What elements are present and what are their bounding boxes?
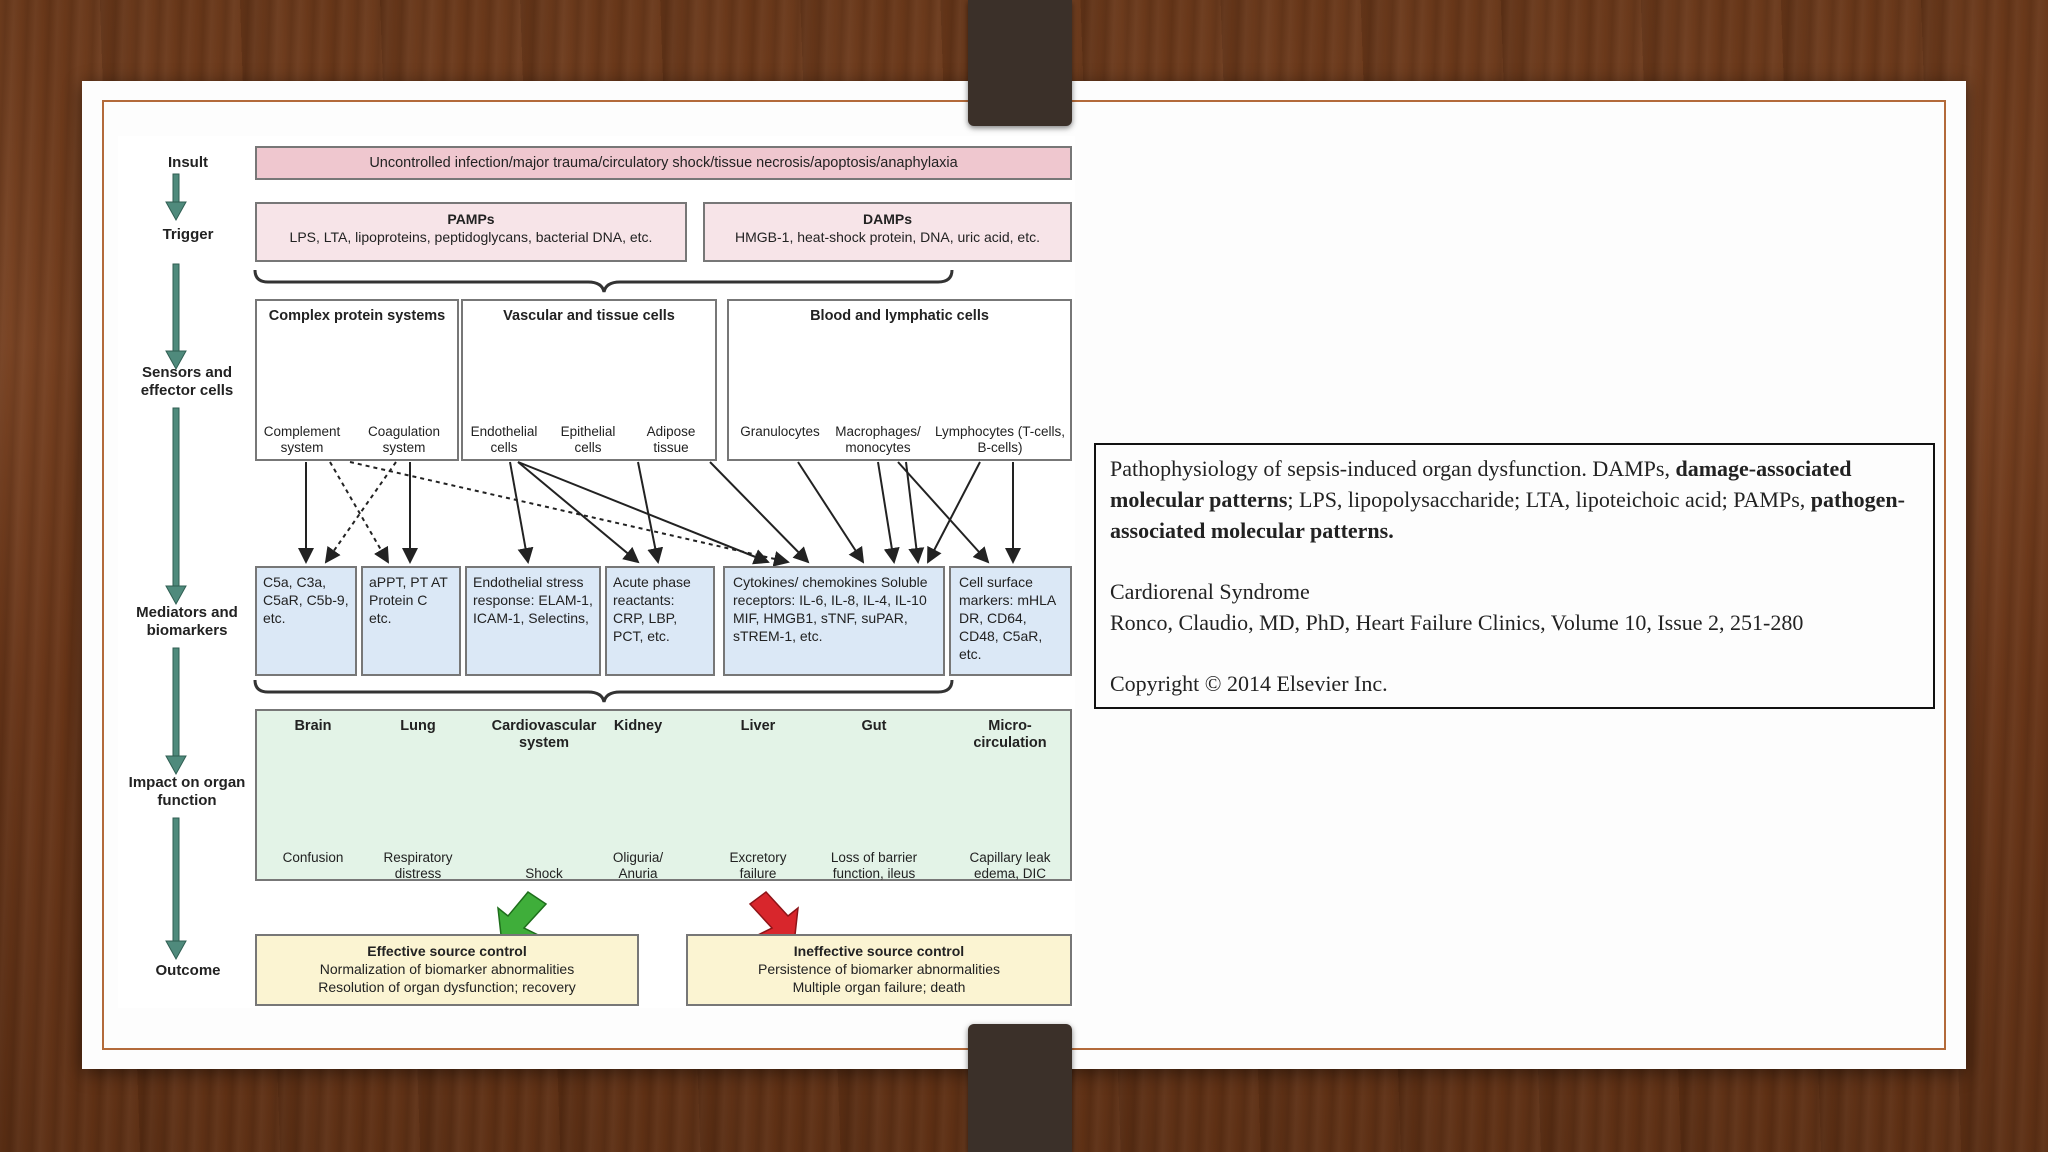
stage-trigger: Trigger: [162, 226, 214, 243]
binder-clip-bottom: [968, 1024, 1072, 1152]
sensor-group-blood: Blood and lymphatic cells: [810, 308, 989, 324]
organ-gut: Gut: [861, 718, 887, 734]
effect-respiratory: Respiratory distress: [383, 850, 453, 881]
outcome-effective-box: Effective source control Normalization o…: [255, 934, 639, 1006]
effect-barrier: Loss of barrier function, ileus: [830, 850, 918, 881]
stage-arrows: [165, 173, 187, 961]
insult-box: Uncontrolled infection/major trauma/circ…: [255, 146, 1072, 180]
sensor-granulocytes: Granulocytes: [740, 424, 820, 439]
mediator-cytokines: Cytokines/ chemokines Soluble receptors:…: [723, 566, 945, 676]
effect-shock: Shock: [525, 866, 563, 881]
outcome-effective-title: Effective source control: [367, 943, 527, 959]
sensor-epithelial: Epithelial cells: [560, 424, 616, 455]
pamps-box: PAMPs LPS, LTA, lipoproteins, peptidogly…: [255, 202, 687, 262]
caption-copyright: Copyright © 2014 Elsevier Inc.: [1110, 671, 1388, 696]
sepsis-diagram: Insult Trigger Sensors and effector cell…: [118, 136, 1075, 1008]
pamps-title: PAMPs: [447, 211, 495, 227]
mediator-cell-surface: Cell surface markers: mHLA DR, CD64, CD4…: [949, 566, 1072, 676]
sensor-lymphocytes: Lymphocytes (T-cells, B-cells): [934, 424, 1066, 455]
caption-description: Pathophysiology of sepsis-induced organ …: [1110, 453, 1919, 546]
sensor-group-vascular: Vascular and tissue cells: [503, 308, 675, 324]
stage-mediators: Mediators and biomarkers: [136, 604, 238, 639]
effect-excretory: Excretory failure: [729, 850, 787, 881]
caption-bold1: damage-associated molecular patterns: [1110, 456, 1852, 512]
stage-insult: Insult: [168, 154, 208, 171]
sensor-coagulation: Coagulation system: [367, 424, 441, 455]
caption-citation: Ronco, Claudio, MD, PhD, Heart Failure C…: [1110, 610, 1804, 635]
caption-bold2: pathogen-associated molecular patterns.: [1110, 487, 1905, 543]
caption-part2: ; LPS, lipopolysaccharide; LTA, lipoteic…: [1287, 487, 1811, 512]
organ-microcirculation: Micro- circulation: [973, 718, 1047, 751]
effect-confusion: Confusion: [282, 850, 344, 865]
vascular-box: [461, 299, 717, 461]
outcome-effective-line2: Resolution of organ dysfunction; recover…: [318, 979, 576, 995]
outcome-ineffective-line1: Persistence of biomarker abnormalities: [758, 961, 1000, 977]
effect-oliguria: Oliguria/ Anuria: [612, 850, 664, 881]
binder-clip-top: [968, 0, 1072, 126]
outcome-ineffective-box: Ineffective source control Persistence o…: [686, 934, 1072, 1006]
effect-capillary: Capillary leak edema, DIC: [969, 850, 1051, 881]
outcome-effective-line1: Normalization of biomarker abnormalities: [319, 961, 575, 977]
stage-sensors: Sensors and effector cells: [140, 364, 234, 399]
damps-box: DAMPs HMGB-1, heat-shock protein, DNA, u…: [703, 202, 1072, 262]
organ-brain: Brain: [294, 718, 332, 734]
caption-title: Cardiorenal Syndrome: [1110, 579, 1310, 604]
sensor-endothelial: Endothelial cells: [470, 424, 538, 455]
organ-kidney: Kidney: [613, 718, 663, 734]
pamps-text: LPS, LTA, lipoproteins, peptidoglycans, …: [289, 229, 653, 245]
damps-text: HMGB-1, heat-shock protein, DNA, uric ac…: [735, 229, 1040, 245]
mediator-coagulation: aPPT, PT AT Protein C etc.: [361, 566, 461, 676]
stage-impact: Impact on organ function: [128, 774, 246, 809]
mediator-acute-phase: Acute phase reactants: CRP, LBP, PCT, et…: [605, 566, 715, 676]
organ-lung: Lung: [400, 718, 436, 734]
complex-protein-box: [255, 299, 459, 461]
organ-impact-box: [255, 709, 1072, 881]
organ-cardiovascular: Cardiovascular system: [491, 718, 597, 751]
mediator-complement: C5a, C3a, C5aR, C5b-9, etc.: [255, 566, 357, 676]
outcome-ineffective-title: Ineffective source control: [793, 943, 965, 959]
sensor-adipose: Adipose tissue: [646, 424, 696, 455]
caption-part1: Pathophysiology of sepsis-induced organ …: [1110, 456, 1676, 481]
damps-title: DAMPs: [862, 211, 912, 227]
stage-outcome: Outcome: [155, 962, 221, 979]
outcome-ineffective-line2: Multiple organ failure; death: [792, 979, 966, 995]
blood-box: [727, 299, 1072, 461]
mediator-endothelial: Endothelial stress response: ELAM-1, ICA…: [465, 566, 601, 676]
organ-liver: Liver: [740, 718, 776, 734]
sensor-macrophages: Macrophages/ monocytes: [835, 424, 921, 455]
sensor-complement: Complement system: [263, 424, 341, 455]
sensor-group-protein: Complex protein systems: [268, 308, 446, 324]
caption-box: Pathophysiology of sepsis-induced organ …: [1094, 443, 1935, 709]
